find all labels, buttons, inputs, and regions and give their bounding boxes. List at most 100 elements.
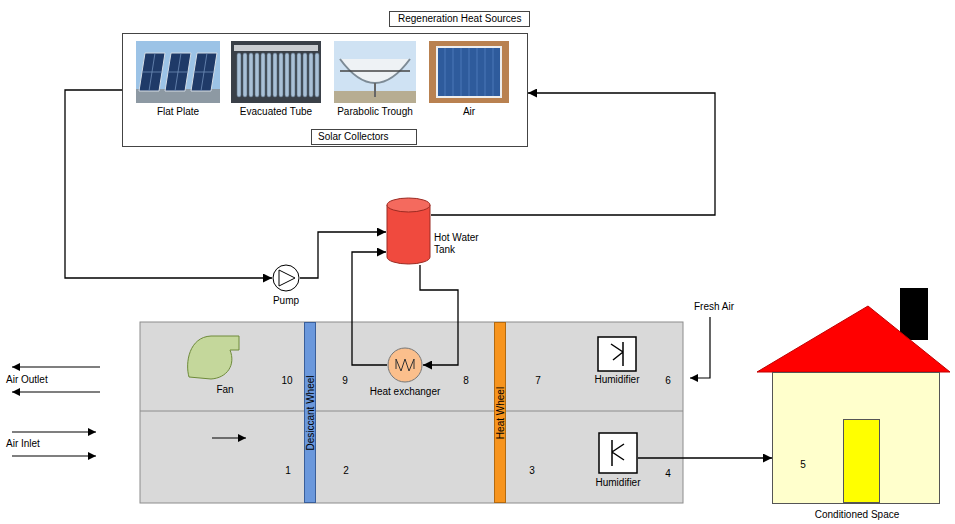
hot-water-tank: Hot Water Tank	[386, 197, 431, 265]
drawn-line	[374, 83, 376, 97]
air-handling-unit	[140, 322, 683, 503]
collector-photo: Parabolic Trough	[334, 41, 416, 103]
drawn-rect	[598, 337, 636, 371]
drawn-line	[201, 53, 207, 91]
collector-caption: Flat Plate	[157, 106, 199, 118]
duct-divider	[140, 411, 683, 412]
outlet-arrow	[12, 391, 100, 392]
drawn-rect	[261, 53, 265, 97]
drawn-rect	[279, 53, 283, 97]
humidifier-label: Humidifier	[594, 374, 639, 386]
drawn-polygon	[279, 270, 295, 286]
drawn-rect	[309, 53, 313, 97]
drawn-rect	[249, 53, 253, 97]
flow-label: Air Inlet	[6, 438, 40, 450]
drawn-polygon	[139, 53, 165, 91]
drawn-rect	[297, 53, 301, 97]
drawn-rect	[844, 420, 880, 503]
drawn-rect	[303, 53, 307, 97]
collector-caption: Air	[463, 106, 475, 118]
drawn-line	[485, 48, 486, 96]
house-roof	[757, 306, 950, 372]
water-pipe	[420, 265, 458, 365]
drawn-rect	[437, 47, 501, 97]
drawn-line	[445, 48, 446, 96]
wheel-label: Heat Wheel	[495, 386, 506, 438]
inlet-arrow	[12, 431, 96, 432]
drawn-line	[149, 53, 155, 91]
drawn-rect	[234, 45, 318, 51]
space-label: Conditioned Space	[815, 509, 900, 521]
state-number: 5	[800, 459, 806, 471]
drawn-path	[611, 342, 623, 366]
state-number: 4	[665, 468, 671, 480]
state-number: 9	[342, 375, 348, 387]
drawn-rect	[315, 53, 319, 97]
collector-caption: Parabolic Trough	[337, 106, 413, 118]
drawn-path	[612, 440, 624, 466]
chimney	[900, 288, 928, 340]
collector-photo: Evacuated Tube	[231, 41, 321, 103]
panel-title: Regeneration Heat Sources	[389, 11, 530, 27]
collector-caption: Evacuated Tube	[240, 106, 312, 118]
desiccant-wheel: Desiccant Wheel	[304, 322, 316, 503]
drawn-line	[461, 48, 462, 96]
drawn-line	[493, 48, 494, 96]
humR-picture	[598, 432, 638, 474]
humidifier-symbol: Humidifier	[597, 336, 637, 372]
heat-exchanger: Heat exchanger	[387, 347, 423, 383]
flow-label: Air Outlet	[6, 374, 48, 386]
humidifier-symbol: Humidifier	[598, 432, 638, 474]
drawn-ellipse	[387, 198, 430, 212]
conditioned-space: Conditioned Space	[772, 372, 940, 504]
box-label: Solar Collectors	[318, 131, 389, 143]
outlet-arrow	[12, 366, 100, 367]
caption-box: Solar Collectors	[311, 129, 417, 145]
tube-picture	[231, 41, 321, 103]
drawn-rect	[429, 41, 509, 103]
air-picture	[429, 41, 509, 103]
collector-panel: Flat PlateEvacuated TubeParabolic Trough…	[122, 33, 528, 147]
drawn-rect	[255, 53, 259, 97]
trough-picture	[334, 41, 416, 103]
fan-label: Fan	[216, 384, 233, 396]
state-number: 1	[285, 465, 291, 477]
fan-symbol: Fan	[183, 333, 241, 381]
drawn-circle	[388, 348, 422, 382]
tank-picture	[386, 197, 431, 265]
state-number: 6	[665, 375, 671, 387]
state-number: 10	[281, 375, 292, 387]
drawn-polygon	[165, 53, 191, 91]
water-pipe	[431, 93, 715, 215]
exchanger-label: Heat exchanger	[370, 386, 441, 398]
humL-picture	[597, 336, 637, 372]
state-number: 7	[535, 375, 541, 387]
inlet-arrow	[12, 455, 96, 456]
state-number: 8	[463, 375, 469, 387]
drawn-rect	[231, 41, 321, 103]
drawn-path	[396, 359, 414, 371]
heat-wheel: Heat Wheel	[494, 322, 506, 503]
drawn-path	[387, 205, 430, 264]
collector-photo: Air	[429, 41, 509, 103]
drawn-rect	[334, 41, 416, 103]
humidifier-label: Humidifier	[595, 477, 640, 489]
flow-label: Fresh Air	[694, 301, 734, 313]
state-number: 2	[343, 465, 349, 477]
drawn-circle	[273, 265, 299, 291]
collector-photo: Flat Plate	[136, 41, 220, 103]
drawn-rect	[136, 41, 220, 103]
fan-picture	[183, 333, 241, 381]
drawn-line	[175, 53, 181, 91]
drawn-rect	[599, 433, 637, 473]
hx-picture	[387, 347, 423, 383]
drawn-rect	[291, 53, 295, 97]
state-number: 3	[529, 465, 535, 477]
pump-picture	[272, 264, 300, 292]
pump-symbol: Pump	[272, 264, 300, 292]
fresh-air-arrow	[690, 317, 710, 378]
drawn-line	[477, 48, 478, 96]
wheel-label: Desiccant Wheel	[305, 375, 316, 450]
